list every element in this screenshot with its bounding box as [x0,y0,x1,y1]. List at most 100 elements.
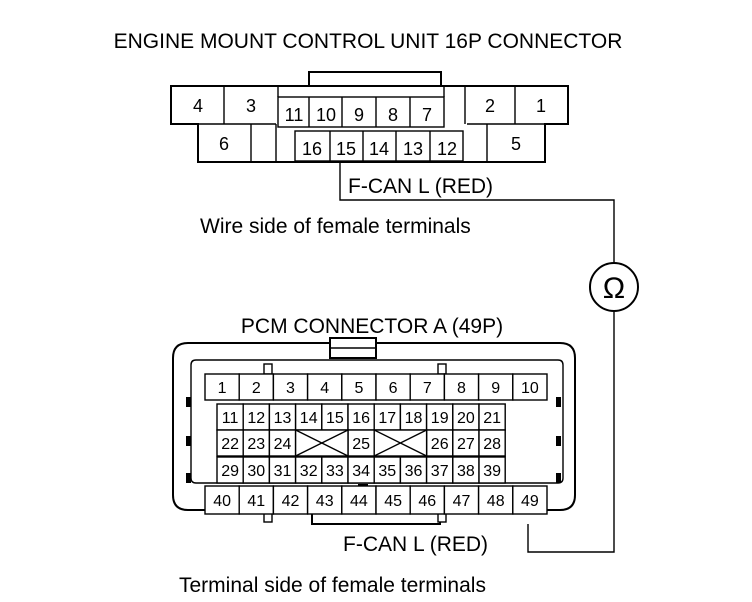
pcm-cell-48 [477,485,514,515]
pcm-pin-6: 6 [389,380,398,397]
engine-pin-13: 13 [403,139,423,159]
pcm-pin-12: 12 [247,410,265,427]
engine-pin-6: 6 [219,134,229,154]
pcm-pin-2: 2 [252,380,261,397]
pcm-pin-21: 21 [483,410,501,427]
pcm-pin-27: 27 [457,436,475,453]
pcm-cell-30 [242,456,271,484]
pcm-cell-47 [443,485,480,515]
pcm-pin-5: 5 [354,380,363,397]
pcm-pin-33: 33 [326,463,344,480]
pcm-pin-9: 9 [491,380,500,397]
pcm-cell-29 [216,456,244,484]
pcm-cell-5 [341,373,377,401]
engine-pin-7: 7 [422,105,432,125]
pcm-cell-3 [272,373,309,401]
pcm-pin-23: 23 [247,436,265,453]
pcm-pin-40: 40 [213,493,231,510]
pcm-cell-28 [478,429,506,457]
pcm-pin-44: 44 [350,493,368,510]
pcm-cell-49 [512,485,548,515]
engine-pin-4: 4 [193,96,203,116]
pcm-cell-13 [268,403,297,431]
pcm-cell-41 [238,485,275,515]
engine-pin-12: 12 [437,139,457,159]
engine-pin-2: 2 [485,96,495,116]
pcm-pin-20: 20 [457,410,475,427]
pcm-pin-29: 29 [221,463,239,480]
pcm-cell-19 [425,403,454,431]
pcm-cell-6 [375,373,411,401]
engine-pin-16: 16 [302,139,322,159]
pcm-pin-35: 35 [378,463,396,480]
pcm-cell-1 [204,373,240,401]
pcm-cell-9 [477,373,514,401]
pcm-pin-14: 14 [300,410,318,427]
pcm-pin-25: 25 [352,436,370,453]
engine-pin-14: 14 [369,139,389,159]
engine-pin-9: 9 [354,105,364,125]
pcm-pin-31: 31 [274,463,292,480]
ohm-symbol: Ω [603,272,625,305]
pcm-pin-36: 36 [405,463,423,480]
pcm-pin-42: 42 [282,493,300,510]
pcm-cell-10 [512,373,548,401]
pcm-pin-28: 28 [483,436,501,453]
pcm-cell-39 [478,456,506,484]
pcm-pin-10: 10 [521,380,539,397]
engine-pin-8: 8 [388,105,398,125]
pcm-pin-8: 8 [457,380,466,397]
pcm-pin-37: 37 [431,463,449,480]
engine-connector: 4 3 11 10 9 8 7 2 1 6 16 15 14 13 12 5 [170,71,569,163]
pcm-pin-7: 7 [423,380,432,397]
pcm-cell-24 [268,429,297,457]
pcm-pin-34: 34 [352,463,370,480]
engine-pin-5: 5 [511,134,521,154]
pcm-pin-16: 16 [352,410,370,427]
pcm-cell-43 [306,485,343,515]
pcm-pin-11: 11 [222,410,239,427]
pcm-pin-43: 43 [316,493,334,510]
pcm-cell-42 [272,485,309,515]
pcm-pin-46: 46 [418,493,436,510]
engine-pin-15: 15 [336,139,356,159]
engine-pin-1: 1 [536,96,546,116]
pcm-pin-48: 48 [487,493,505,510]
pcm-cell-15 [321,403,349,431]
pcm-pin-39: 39 [483,463,501,480]
pcm-pin-3: 3 [286,380,295,397]
pcm-pin-24: 24 [274,436,292,453]
pcm-pin-30: 30 [247,463,265,480]
pcm-pin-32: 32 [300,463,318,480]
pcm-cell-46 [409,485,446,515]
pcm-pin-38: 38 [457,463,475,480]
pcm-pin-49: 49 [521,493,539,510]
pcm-pin-18: 18 [405,410,423,427]
pcm-blank-cross [373,429,427,457]
engine-pin-11: 11 [285,105,304,125]
pcm-cell-4 [306,373,343,401]
engine-pin-3: 3 [246,96,256,116]
pcm-pin-47: 47 [453,493,471,510]
engine-wire-label: F-CAN L (RED) [348,175,493,198]
pcm-pin-4: 4 [320,380,329,397]
pcm-cell-2 [238,373,275,401]
pcm-cell-35 [373,456,402,484]
engine-pin-10: 10 [316,105,336,125]
pcm-cell-45 [375,485,411,515]
pcm-cell-23 [242,429,271,457]
pcm-pin-15: 15 [326,410,344,427]
test-lead-wire [339,161,615,553]
ohmmeter-icon: Ω [589,262,639,312]
pcm-pin-45: 45 [384,493,402,510]
engine-connector-caption: Wire side of female terminals [200,215,471,238]
pcm-pin-22: 22 [221,436,239,453]
pcm-wire-label: F-CAN L (RED) [343,533,488,556]
pcm-connector-caption: Terminal side of female terminals [179,574,486,597]
pcm-pin-19: 19 [431,410,449,427]
pcm-pin-17: 17 [378,410,396,427]
pcm-pin-1: 1 [218,380,227,397]
